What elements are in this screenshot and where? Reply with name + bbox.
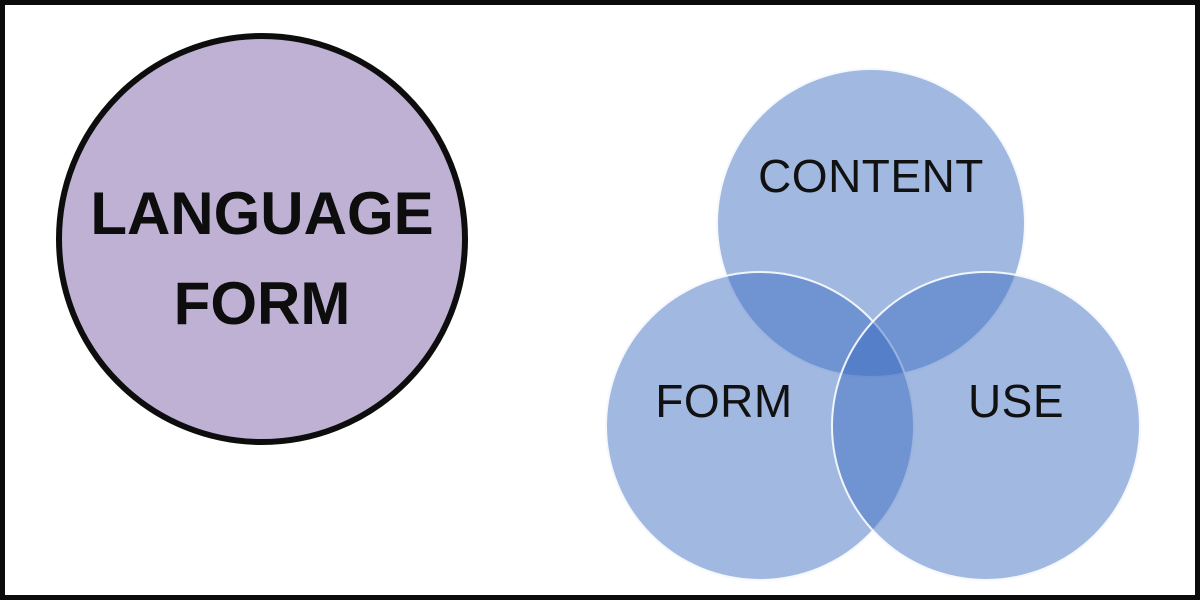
language-form-label-line2: FORM (173, 270, 351, 337)
venn-label-use: USE (967, 375, 1065, 427)
language-form-circle: LANGUAGE FORM (56, 33, 468, 445)
venn-label-content: CONTENT (758, 150, 984, 202)
venn-circle-use (831, 271, 1141, 581)
language-form-label-line1: LANGUAGE (90, 180, 434, 247)
venn-label-form: FORM (655, 375, 793, 427)
